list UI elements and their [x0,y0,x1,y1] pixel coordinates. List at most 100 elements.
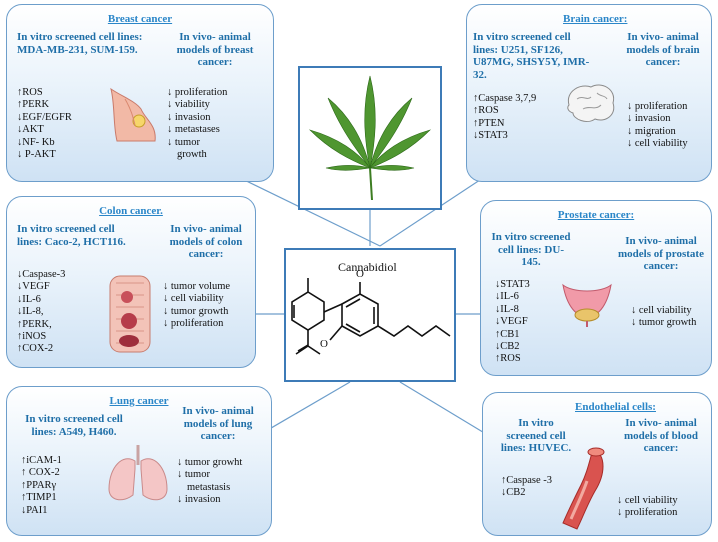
list-item: ↓ invasion [627,113,671,125]
lung-invivo-heading: In vivo- animal models of lung cancer: [182,405,254,443]
prostate-invivo-list: ↓ cell viability↓ tumor growth [631,305,696,330]
colon-invivo-list: ↓ tumor volume↓ cell viability↓ tumor gr… [163,281,230,331]
brain-title: Brain cancer: [563,13,628,25]
cannabidiol-panel: Cannabidiol O O [284,248,456,382]
list-item: ↓IL-6 [495,291,519,303]
list-item: ↑PTEN [473,117,505,129]
cannabis-leaf-icon [308,75,432,201]
list-item: ↓STAT3 [495,279,530,290]
list-item: ↑Caspase 3,7,9 [473,93,537,104]
prostate-cancer-box: Prostate cancer: In vitro screened cell … [480,200,712,376]
lung-invitro-list: ↑iCAM-1↑ COX-2↑PPARγ↑TIMP1↓PAI1 [21,455,62,517]
lung-invitro-heading: In vitro screened cell lines: A549, H460… [25,413,123,438]
list-item: ↓ invasion [167,111,211,123]
cannabidiol-structure [291,278,451,355]
brain-invivo-list: ↓ proliferation↓ invasion↓ migration↓ ce… [627,101,688,151]
list-item: ↓EGF/EGFR [17,111,72,123]
oxygen-top: O [356,268,364,280]
list-item: ↓ invasion [177,494,221,506]
list-item: ↑iNOS [17,330,47,342]
colon-invitro-heading: In vitro screened cell lines: Caco-2, HC… [17,223,126,248]
list-item: ↓ cell viability [163,293,224,305]
breast-title: Breast cancer [107,13,173,25]
colon-icon [109,275,151,353]
endothelial-invivo-list: ↓ cell viability↓ proliferation [617,495,678,520]
list-item: ↓ cell viability [617,495,678,506]
list-item: ↑TIMP1 [21,492,57,504]
list-item: ↑ROS [495,353,521,365]
list-item: ↓ proliferation [163,318,224,330]
list-item: ↓ metastases [167,124,220,136]
brain-icon [567,84,615,122]
breast-invitro-heading: In vitro screened cell lines: MDA-MB-231… [17,31,143,56]
list-item: ↓IL-8, [17,306,44,318]
list-item: ↑ COX-2 [21,467,60,479]
list-item: ↓CB2 [495,340,520,352]
list-item: ↑ROS [473,105,499,117]
list-item: metastasis [187,481,231,493]
list-item: ↓ tumor [177,469,210,481]
list-item: ↑PERK, [17,318,52,330]
list-item: ↓ tumor growht [177,457,243,468]
prostate-icon [562,283,612,327]
list-item: ↓ proliferation [627,101,688,112]
brain-invitro-list: ↑Caspase 3,7,9↑ROS↑PTEN↓STAT3 [473,93,536,143]
list-item: ↓ cell viability [627,138,688,150]
prostate-invivo-heading: In vivo- animal models of prostate cance… [618,235,704,273]
lung-title: Lung cancer [109,395,169,407]
list-item: ↑Caspase -3 [501,475,553,486]
colon-title: Colon cancer. [99,205,163,217]
breast-cancer-box: Breast cancer In vitro screened cell lin… [6,4,274,182]
list-item: ↓AKT [17,124,44,136]
brain-invitro-heading: In vitro screened cell lines: U251, SF12… [473,31,590,81]
breast-invitro-list: ↑ROS↑PERK↓EGF/EGFR↓AKT↓NF- Kb↓ P-AKT [17,87,72,161]
breast-invivo-list: ↓ proliferation↓ viability↓ invasion↓ me… [167,87,227,161]
lung-cancer-box: Lung cancer In vitro screened cell lines… [6,386,272,536]
prostate-invitro-heading: In vitro screened cell lines: DU-145. [491,231,571,269]
list-item: ↓CB2 [501,487,526,499]
blood-vessel-icon [562,447,605,530]
list-item: ↓ proliferation [167,87,228,98]
list-item: ↓VEGF [495,316,528,328]
prostate-invitro-list: ↓STAT3↓IL-6↓IL-8↓VEGF↑CB1↓CB2↑ROS [495,279,530,366]
list-item: ↓ cell viability [631,305,692,316]
endothelial-cells-box: Endothelial cells: In vitro screened cel… [482,392,712,536]
list-item: ↓ tumor volume [163,281,231,292]
list-item: ↓ proliferation [617,507,678,519]
oxygen-bottom: O [320,338,328,350]
list-item: ↓IL-6 [17,293,41,305]
list-item: ↑ROS [17,87,43,98]
list-item: ↓ tumor [167,136,200,148]
connector-breast [231,173,381,247]
list-item: ↓VEGF [17,281,50,293]
list-item: ↓ tumor growth [631,317,697,329]
list-item: ↑PPARγ [21,479,57,491]
endothelial-invitro-list: ↑Caspase -3↓CB2 [501,475,552,500]
list-item: ↓IL-8 [495,303,519,315]
colon-invitro-list: ↓Caspase-3↓VEGF↓IL-6↓IL-8,↑PERK,↑iNOS↑CO… [17,269,65,356]
list-item: ↓STAT3 [473,130,508,142]
connector-endothelial [399,381,497,441]
breast-icon [110,87,156,142]
list-item: ↑PERK [17,99,50,111]
endothelial-invivo-heading: In vivo- animal models of blood cancer: [624,417,698,455]
breast-invivo-heading: In vivo- animal models of breast cancer: [176,31,254,69]
list-item: ↓ tumor growth [163,305,229,317]
brain-invivo-heading: In vivo- animal models of brain cancer: [626,31,700,69]
colon-invivo-heading: In vivo- animal models of colon cancer: [169,223,243,261]
list-item: ↑iCAM-1 [21,455,62,466]
list-item: ↓Caspase-3 [17,269,66,280]
list-item: ↑COX-2 [17,343,54,355]
compound-name: Cannabidiol [338,260,397,274]
list-item: ↓ viability [167,99,210,111]
list-item: ↓ migration [627,125,676,137]
brain-cancer-box: Brain cancer: In vitro screened cell lin… [466,4,712,182]
list-item: ↓PAI1 [21,504,48,516]
list-item: ↑CB1 [495,328,520,340]
list-item: ↓ P-AKT [17,148,56,160]
lungs-icon [108,445,168,501]
endothelial-invitro-heading: In vitro screened cell lines: HUVEC. [500,417,572,455]
list-item: growth [177,148,207,160]
cannabis-leaf-panel [298,66,442,210]
